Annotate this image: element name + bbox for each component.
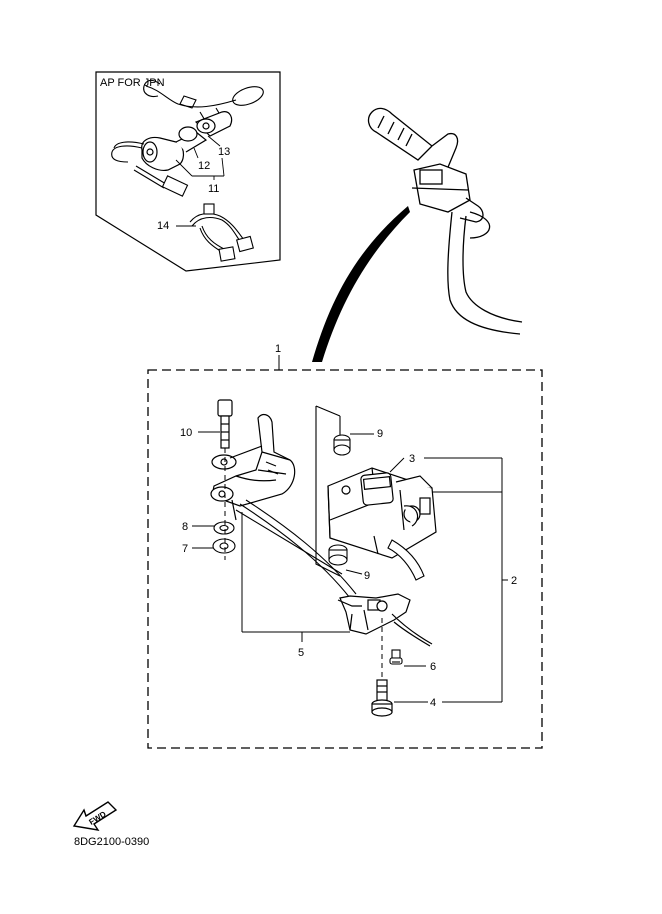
label-8: 8 bbox=[182, 521, 188, 533]
label-13: 13 bbox=[218, 146, 230, 158]
label-9-top: 9 bbox=[377, 428, 383, 440]
housing-cord bbox=[387, 539, 425, 581]
label-2: 2 bbox=[511, 575, 517, 587]
switch-cable bbox=[235, 499, 357, 599]
grommet-9-top bbox=[333, 434, 351, 456]
leader-5 bbox=[241, 512, 350, 642]
fwd-arrow-icon: FWD bbox=[72, 801, 118, 831]
label-10: 10 bbox=[180, 427, 192, 439]
inset-title: AP FOR JPN bbox=[100, 77, 165, 89]
diagram-code: 8DG2100-0390 bbox=[74, 836, 149, 848]
label-1: 1 bbox=[275, 343, 281, 355]
leader-2-3 bbox=[389, 457, 508, 703]
washer-8 bbox=[213, 521, 235, 535]
label-12: 12 bbox=[198, 160, 210, 172]
nut-7 bbox=[212, 538, 236, 554]
label-7: 7 bbox=[182, 543, 188, 555]
label-4: 4 bbox=[430, 697, 436, 709]
label-6: 6 bbox=[430, 661, 436, 673]
lever-bracket bbox=[210, 413, 296, 521]
switch-wire bbox=[111, 141, 189, 197]
label-14: 14 bbox=[157, 220, 169, 232]
bolt-4 bbox=[371, 679, 393, 717]
leader-9-bottom bbox=[345, 569, 363, 575]
inset-border bbox=[95, 71, 281, 272]
lanyard-cord bbox=[143, 79, 264, 123]
handlebar bbox=[367, 107, 523, 335]
detail-frame bbox=[147, 369, 543, 749]
wire-harness bbox=[176, 203, 254, 262]
inset-panel: AP FOR JPN bbox=[95, 71, 281, 272]
key-switch bbox=[141, 111, 233, 171]
bolt-10 bbox=[217, 399, 233, 449]
inset-leaders bbox=[175, 135, 225, 180]
detail-pointer bbox=[312, 206, 410, 362]
lower-switch bbox=[337, 593, 433, 647]
screw-6 bbox=[389, 649, 403, 665]
mount-plate bbox=[315, 405, 341, 577]
grommet-9-bottom bbox=[328, 544, 348, 566]
label-3: 3 bbox=[409, 453, 415, 465]
label-9-bottom: 9 bbox=[364, 570, 370, 582]
label-11: 11 bbox=[208, 183, 219, 195]
switch-housing bbox=[327, 467, 437, 559]
label-5: 5 bbox=[298, 647, 304, 659]
